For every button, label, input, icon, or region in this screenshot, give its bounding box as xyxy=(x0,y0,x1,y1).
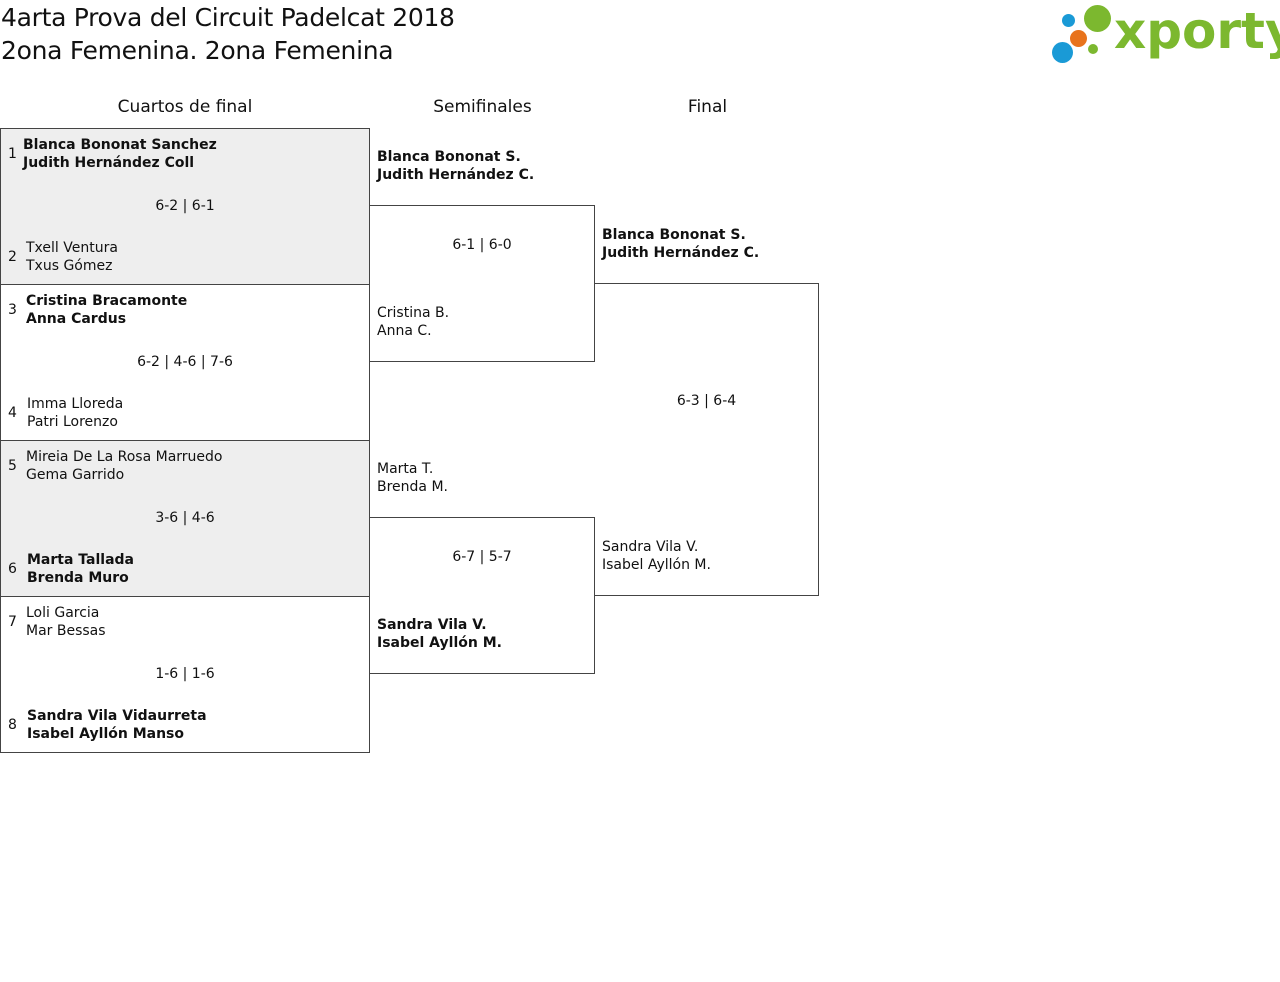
player-name: Anna Cardus xyxy=(26,311,127,327)
player-name: Patri Lorenzo xyxy=(27,414,118,430)
player-name: Cristina Bracamonte xyxy=(26,293,188,309)
seed-number: 6 xyxy=(8,561,17,577)
seed-number: 8 xyxy=(8,717,17,733)
quarterfinal-match-4: 7 Loli Garcia Mar Bessas 1-6 | 1-6 8 San… xyxy=(0,596,370,753)
tournament-title: 4arta Prova del Circuit Padelcat 2018 xyxy=(1,3,455,32)
seed-number: 1 xyxy=(8,146,17,162)
match-score: 6-1 | 6-0 xyxy=(452,237,512,253)
player-name: Isabel Ayllón M. xyxy=(377,635,502,651)
xporty-logo[interactable]: xporty xyxy=(1052,2,1280,65)
round-header-quarterfinals: Cuartos de final xyxy=(117,97,253,117)
semifinal-2-team-winner[interactable]: Sandra Vila V. Isabel Ayllón M. xyxy=(377,616,502,652)
semifinal-2-team[interactable]: Marta T. Brenda M. xyxy=(377,460,448,496)
logo-dot-blue-large-icon xyxy=(1052,42,1073,63)
player-name: Isabel Ayllón M. xyxy=(602,557,711,573)
match-score: 6-3 | 6-4 xyxy=(676,393,737,409)
logo-dot-green-icon xyxy=(1084,5,1111,32)
seed-number: 7 xyxy=(8,614,17,630)
player-name: Loli Garcia xyxy=(26,605,100,621)
player-name: Blanca Bononat S. xyxy=(602,227,746,243)
semifinal-connector-2 xyxy=(370,517,595,674)
match-score: 6-2 | 4-6 | 7-6 xyxy=(137,354,233,370)
player-name: Cristina B. xyxy=(377,305,450,321)
category-title: 2ona Femenina. 2ona Femenina xyxy=(1,36,394,65)
quarterfinal-match-3: 5 Mireia De La Rosa Marruedo Gema Garrid… xyxy=(0,440,370,597)
team-entry[interactable]: Mireia De La Rosa Marruedo Gema Garrido xyxy=(26,448,222,484)
player-name: Imma Lloreda xyxy=(27,396,124,412)
player-name: Anna C. xyxy=(377,323,432,339)
seed-number: 2 xyxy=(8,249,17,265)
team-entry-winner[interactable]: Marta Tallada Brenda Muro xyxy=(27,551,134,587)
team-entry[interactable]: Imma Lloreda Patri Lorenzo xyxy=(27,395,123,431)
player-name: Txell Ventura xyxy=(26,240,118,256)
team-entry-winner[interactable]: Sandra Vila Vidaurreta Isabel Ayllón Man… xyxy=(27,707,207,743)
logo-dot-blue-icon xyxy=(1062,14,1075,27)
player-name: Blanca Bononat S. xyxy=(377,149,521,165)
player-name: Sandra Vila V. xyxy=(377,617,487,633)
final-connector xyxy=(595,283,819,596)
team-entry[interactable]: Txell Ventura Txus Gómez xyxy=(26,239,118,275)
team-entry[interactable]: Loli Garcia Mar Bessas xyxy=(26,604,106,640)
logo-wordmark: xporty xyxy=(1114,2,1280,60)
seed-number: 5 xyxy=(8,458,17,474)
player-name: Brenda Muro xyxy=(27,570,129,586)
match-score: 1-6 | 1-6 xyxy=(155,666,215,682)
player-name: Sandra Vila V. xyxy=(602,539,699,555)
final-team[interactable]: Sandra Vila V. Isabel Ayllón M. xyxy=(602,538,711,574)
quarterfinal-match-2: 3 Cristina Bracamonte Anna Cardus 6-2 | … xyxy=(0,284,370,441)
round-header-semifinals: Semifinales xyxy=(433,97,532,117)
player-name: Gema Garrido xyxy=(26,467,125,483)
player-name: Judith Hernández C. xyxy=(377,167,535,183)
player-name: Judith Hernández C. xyxy=(602,245,760,261)
player-name: Mireia De La Rosa Marruedo xyxy=(26,449,223,465)
match-score: 3-6 | 4-6 xyxy=(155,510,215,526)
final-team-winner[interactable]: Blanca Bononat S. Judith Hernández C. xyxy=(602,226,759,262)
seed-number: 4 xyxy=(8,405,17,421)
semifinal-1-team[interactable]: Cristina B. Anna C. xyxy=(377,304,449,340)
round-header-final: Final xyxy=(687,97,728,117)
player-name: Marta T. xyxy=(377,461,434,477)
player-name: Marta Tallada xyxy=(27,552,135,568)
seed-number: 3 xyxy=(8,302,17,318)
match-score: 6-7 | 5-7 xyxy=(452,549,512,565)
player-name: Txus Gómez xyxy=(26,258,113,274)
player-name: Brenda M. xyxy=(377,479,448,495)
semifinal-connector-1 xyxy=(370,205,595,362)
player-name: Judith Hernández Coll xyxy=(23,155,195,171)
team-entry-winner[interactable]: Cristina Bracamonte Anna Cardus xyxy=(26,292,187,328)
logo-dot-green-small-icon xyxy=(1088,44,1098,54)
semifinal-1-team-winner[interactable]: Blanca Bononat S. Judith Hernández C. xyxy=(377,148,534,184)
team-entry-winner[interactable]: Blanca Bononat Sanchez Judith Hernández … xyxy=(23,136,217,172)
player-name: Sandra Vila Vidaurreta xyxy=(27,708,207,724)
player-name: Mar Bessas xyxy=(26,623,106,639)
logo-dot-orange-icon xyxy=(1070,30,1087,47)
player-name: Blanca Bononat Sanchez xyxy=(23,137,217,153)
match-score: 6-2 | 6-1 xyxy=(155,198,215,214)
player-name: Isabel Ayllón Manso xyxy=(27,726,184,742)
quarterfinal-match-1: 1 Blanca Bononat Sanchez Judith Hernánde… xyxy=(0,128,370,285)
